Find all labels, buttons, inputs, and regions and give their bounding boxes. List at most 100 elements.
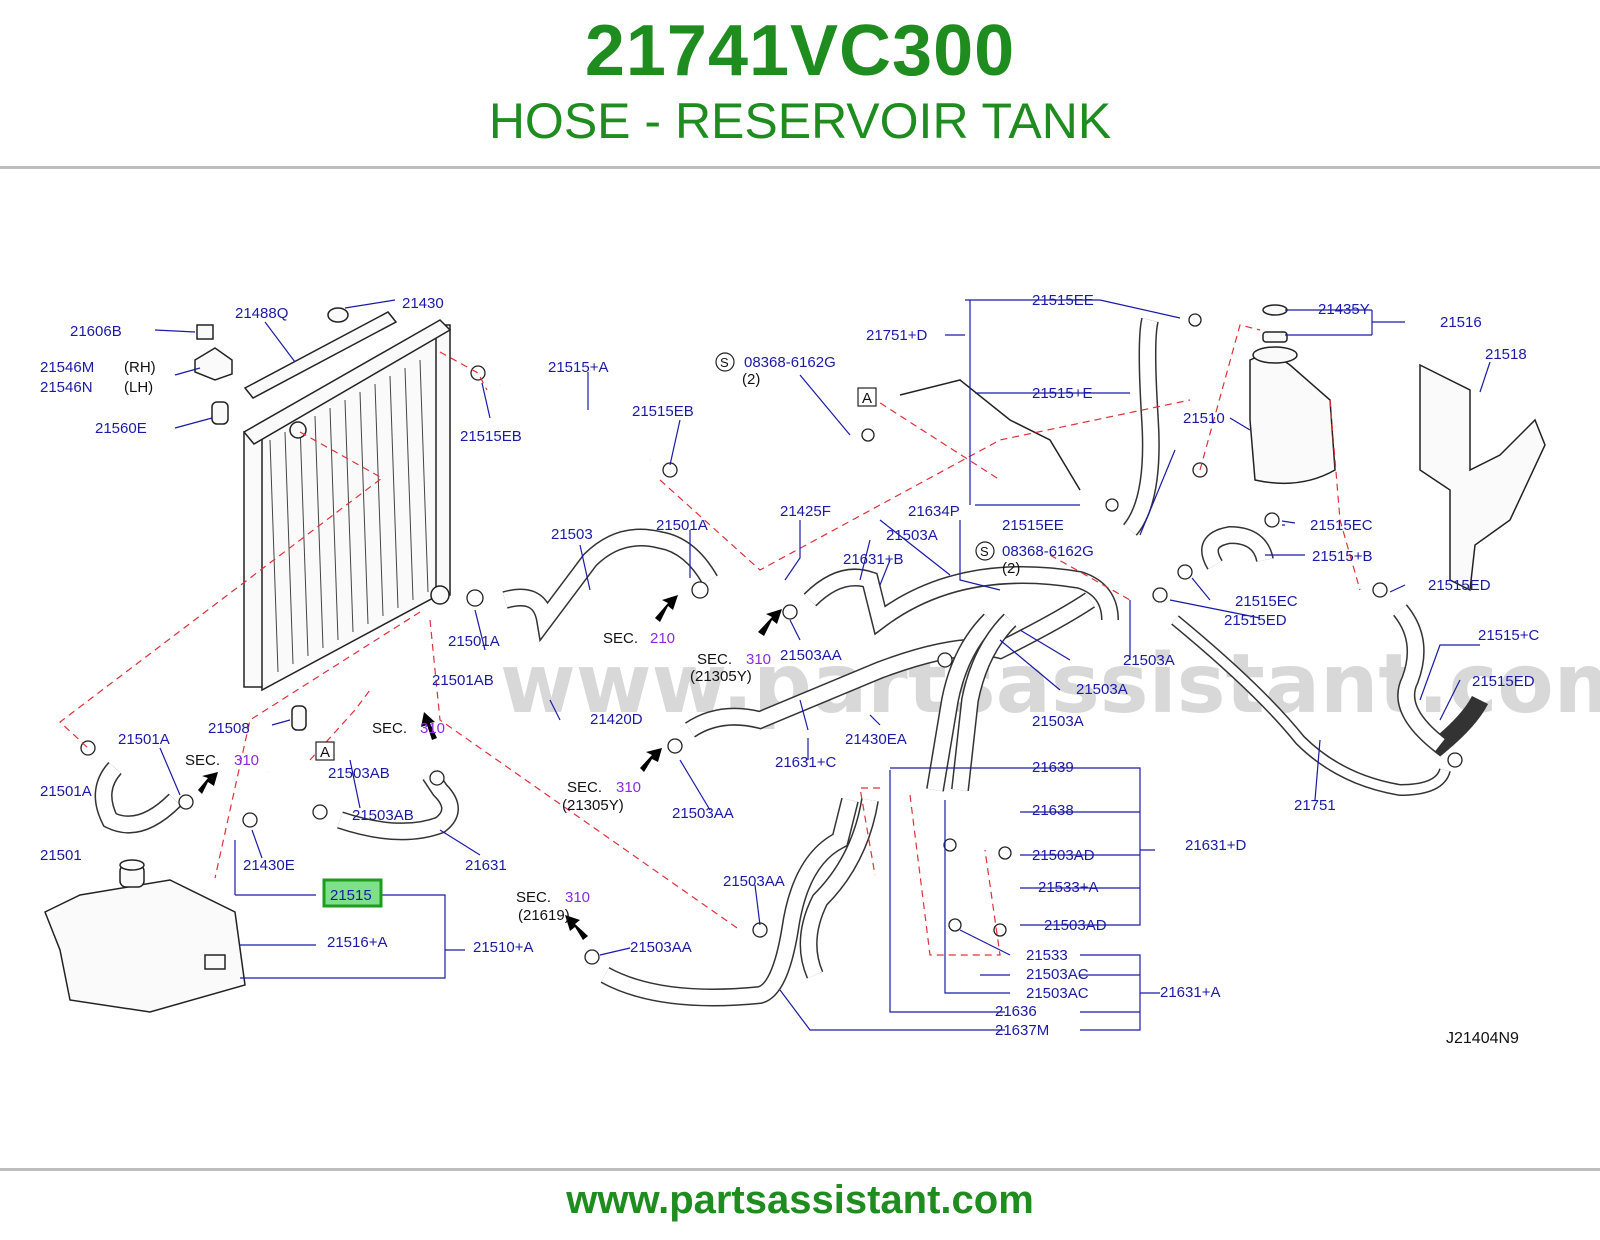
sec-ref-310-c-num: 310 [234, 752, 259, 769]
section-references: SEC. 210 SEC. 310 (21305Y) SEC. 310 SEC.… [185, 630, 771, 924]
label-08368-upper: 08368-6162G [744, 354, 836, 371]
label-21631: 21631 [465, 857, 507, 874]
label-rh: (RH) [124, 359, 156, 376]
label-21501AB: 21501AB [432, 672, 494, 689]
part-name-subtitle: HOSE - RESERVOIR TANK [488, 93, 1112, 149]
label-qty-lower: (2) [1002, 560, 1020, 577]
label-21631B: 21631+B [843, 551, 903, 568]
bracket-21546M [194, 347, 233, 381]
label-21631C: 21631+C [775, 754, 836, 771]
label-21515EC-left: 21515EC [1235, 593, 1298, 610]
label-21503A-low: 21503A [1032, 713, 1084, 730]
label-21508: 21508 [208, 720, 250, 737]
label-21751: 21751 [1294, 797, 1336, 814]
sec-ref-310-c-label: SEC. [185, 752, 220, 769]
sec-ref-310-a-sub: (21305Y) [690, 668, 752, 685]
sec-ref-210-label: SEC. [603, 630, 638, 647]
label-21430: 21430 [402, 295, 444, 312]
label-21631A: 21631+A [1160, 984, 1220, 1001]
sec-arrows [198, 595, 782, 940]
sec-ref-210-num: 210 [650, 630, 675, 647]
hose-clips [80, 313, 1463, 965]
label-08368-lower: 08368-6162G [1002, 543, 1094, 560]
label-21501: 21501 [40, 847, 82, 864]
label-21503A-right: 21503A [1123, 652, 1175, 669]
radiator-cap [327, 307, 349, 323]
target-part-highlight[interactable] [322, 878, 383, 908]
label-21488Q: 21488Q [235, 305, 288, 322]
label-21560E: 21560E [95, 420, 147, 437]
label-21430EA: 21430EA [845, 731, 907, 748]
label-21503AA-mid: 21503AA [672, 805, 734, 822]
label-21503AB-upper: 21503AB [328, 765, 390, 782]
label-21637M: 21637M [995, 1022, 1049, 1039]
label-21515EB-left: 21515EB [460, 428, 522, 445]
mount-21560E [211, 401, 229, 425]
sec-ref-310-e-label: SEC. [516, 889, 551, 906]
label-21751D: 21751+D [866, 327, 927, 344]
diagram-code: J21404N9 [1446, 1030, 1519, 1047]
label-21516: 21516 [1440, 314, 1482, 331]
label-21503A-top: 21503A [886, 527, 938, 544]
label-21501A-far: 21501A [40, 783, 92, 800]
sec-ref-310-d-label: SEC. [567, 779, 602, 796]
bracket-21518 [1419, 363, 1546, 592]
label-21606B: 21606B [70, 323, 122, 340]
label-21435Y: 21435Y [1318, 301, 1370, 318]
reservoir-tank-upper [1249, 304, 1336, 485]
label-21503AB-lower: 21503AB [352, 807, 414, 824]
label-21515C: 21515+C [1478, 627, 1539, 644]
marker-s-upper: S [720, 355, 729, 370]
markers: A A S S [315, 352, 995, 761]
label-21639: 21639 [1032, 759, 1074, 776]
label-21515-highlighted[interactable]: 21515 [330, 887, 372, 904]
label-21515ED-upper: 21515ED [1428, 577, 1491, 594]
label-21515EB-right: 21515EB [632, 403, 694, 420]
label-21503AA-low: 21503AA [723, 873, 785, 890]
nut-21606B [196, 324, 214, 340]
label-21533: 21533 [1026, 947, 1068, 964]
label-21636: 21636 [995, 1003, 1037, 1020]
label-21425F: 21425F [780, 503, 831, 520]
label-21515EE-bottom: 21515EE [1002, 517, 1064, 534]
label-21518: 21518 [1485, 346, 1527, 363]
hoses [94, 317, 1489, 1007]
sec-ref-310-b-num: 310 [420, 720, 445, 737]
label-21631D: 21631+D [1185, 837, 1246, 854]
part-labels: 21606B 21488Q 21430 21546M (RH) 21546N (… [40, 292, 1539, 1047]
sec-ref-310-b-label: SEC. [372, 720, 407, 737]
sec-ref-310-d-sub: (21305Y) [562, 797, 624, 814]
label-qty-upper: (2) [742, 371, 760, 388]
guide-lines [59, 324, 1361, 956]
marker-a-lower: A [320, 744, 330, 761]
label-21516A: 21516+A [327, 934, 387, 951]
label-21503AD-lower: 21503AD [1044, 917, 1107, 934]
mount-21508 [291, 705, 307, 731]
label-21503AD-upper: 21503AD [1032, 847, 1095, 864]
sec-ref-310-d-num: 310 [616, 779, 641, 796]
label-21510: 21510 [1183, 410, 1225, 427]
footer-website-link[interactable]: www.partsassistant.com [566, 1178, 1034, 1222]
marker-s-lower: S [980, 544, 989, 559]
sec-ref-310-e-num: 310 [565, 889, 590, 906]
label-21515A-top: 21515+A [548, 359, 608, 376]
marker-a-upper: A [862, 390, 872, 407]
header-divider [0, 166, 1600, 169]
footer-divider [0, 1168, 1600, 1171]
label-21501A-left: 21501A [118, 731, 170, 748]
leader-lines [154, 299, 1491, 1031]
seal-strip [243, 311, 398, 399]
label-21503AC-lower: 21503AC [1026, 985, 1089, 1002]
page-header: 21741VC300 HOSE - RESERVOIR TANK [0, 0, 1600, 168]
sec-ref-310-a-num: 310 [746, 651, 771, 668]
part-number-title: 21741VC300 [584, 11, 1016, 91]
label-lh: (LH) [124, 379, 153, 396]
label-21510A: 21510+A [473, 939, 533, 956]
label-21503AA-upper: 21503AA [780, 647, 842, 664]
label-21546M: 21546M [40, 359, 94, 376]
label-21420D: 21420D [590, 711, 643, 728]
sec-ref-310-a-label: SEC. [697, 651, 732, 668]
label-21501A-top: 21501A [656, 517, 708, 534]
label-21501A-mid: 21501A [448, 633, 500, 650]
sec-ref-310-e-sub: (21619) [518, 907, 570, 924]
